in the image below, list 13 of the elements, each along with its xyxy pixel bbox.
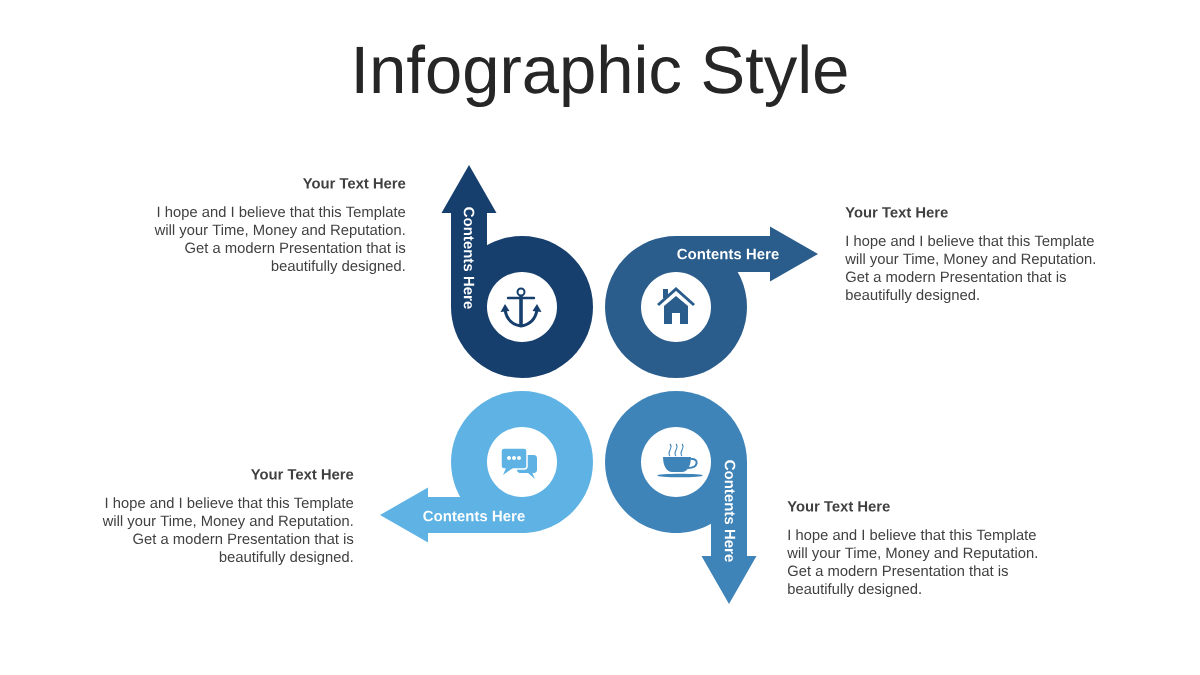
ring-pointer: Contents Here bbox=[380, 391, 593, 543]
heading: Your Text Here bbox=[845, 207, 948, 218]
title: Infographic Style bbox=[356, 44, 847, 107]
heading: Your Text Here bbox=[787, 501, 890, 512]
heading: Your Text Here bbox=[250, 469, 354, 480]
body-text: I hope and I believe that this Template will your Time, Money and Reputation. Get a modern Presentation that is beautifully designed. bbox=[787, 529, 1037, 597]
body-text: I hope and I believe that this Template will your Time, Money and Reputation. Get a modern Presentation that is beautifully designed. bbox=[845, 235, 1095, 303]
ring-pointer: Contents Here bbox=[441, 165, 593, 378]
body-text: I hope and I believe that this Template will your Time, Money and Reputation. Get a modern Presentation that is beautifully designed. bbox=[102, 497, 354, 565]
heading: Your Text Here bbox=[302, 178, 406, 189]
ring-pointer: Contents Here bbox=[605, 391, 757, 604]
body-text: I hope and I believe that this Template will your Time, Money and Reputation. Get a modern Presentation that is beautifully designed. bbox=[154, 206, 406, 274]
ring-pointer: Contents Here bbox=[605, 226, 818, 378]
